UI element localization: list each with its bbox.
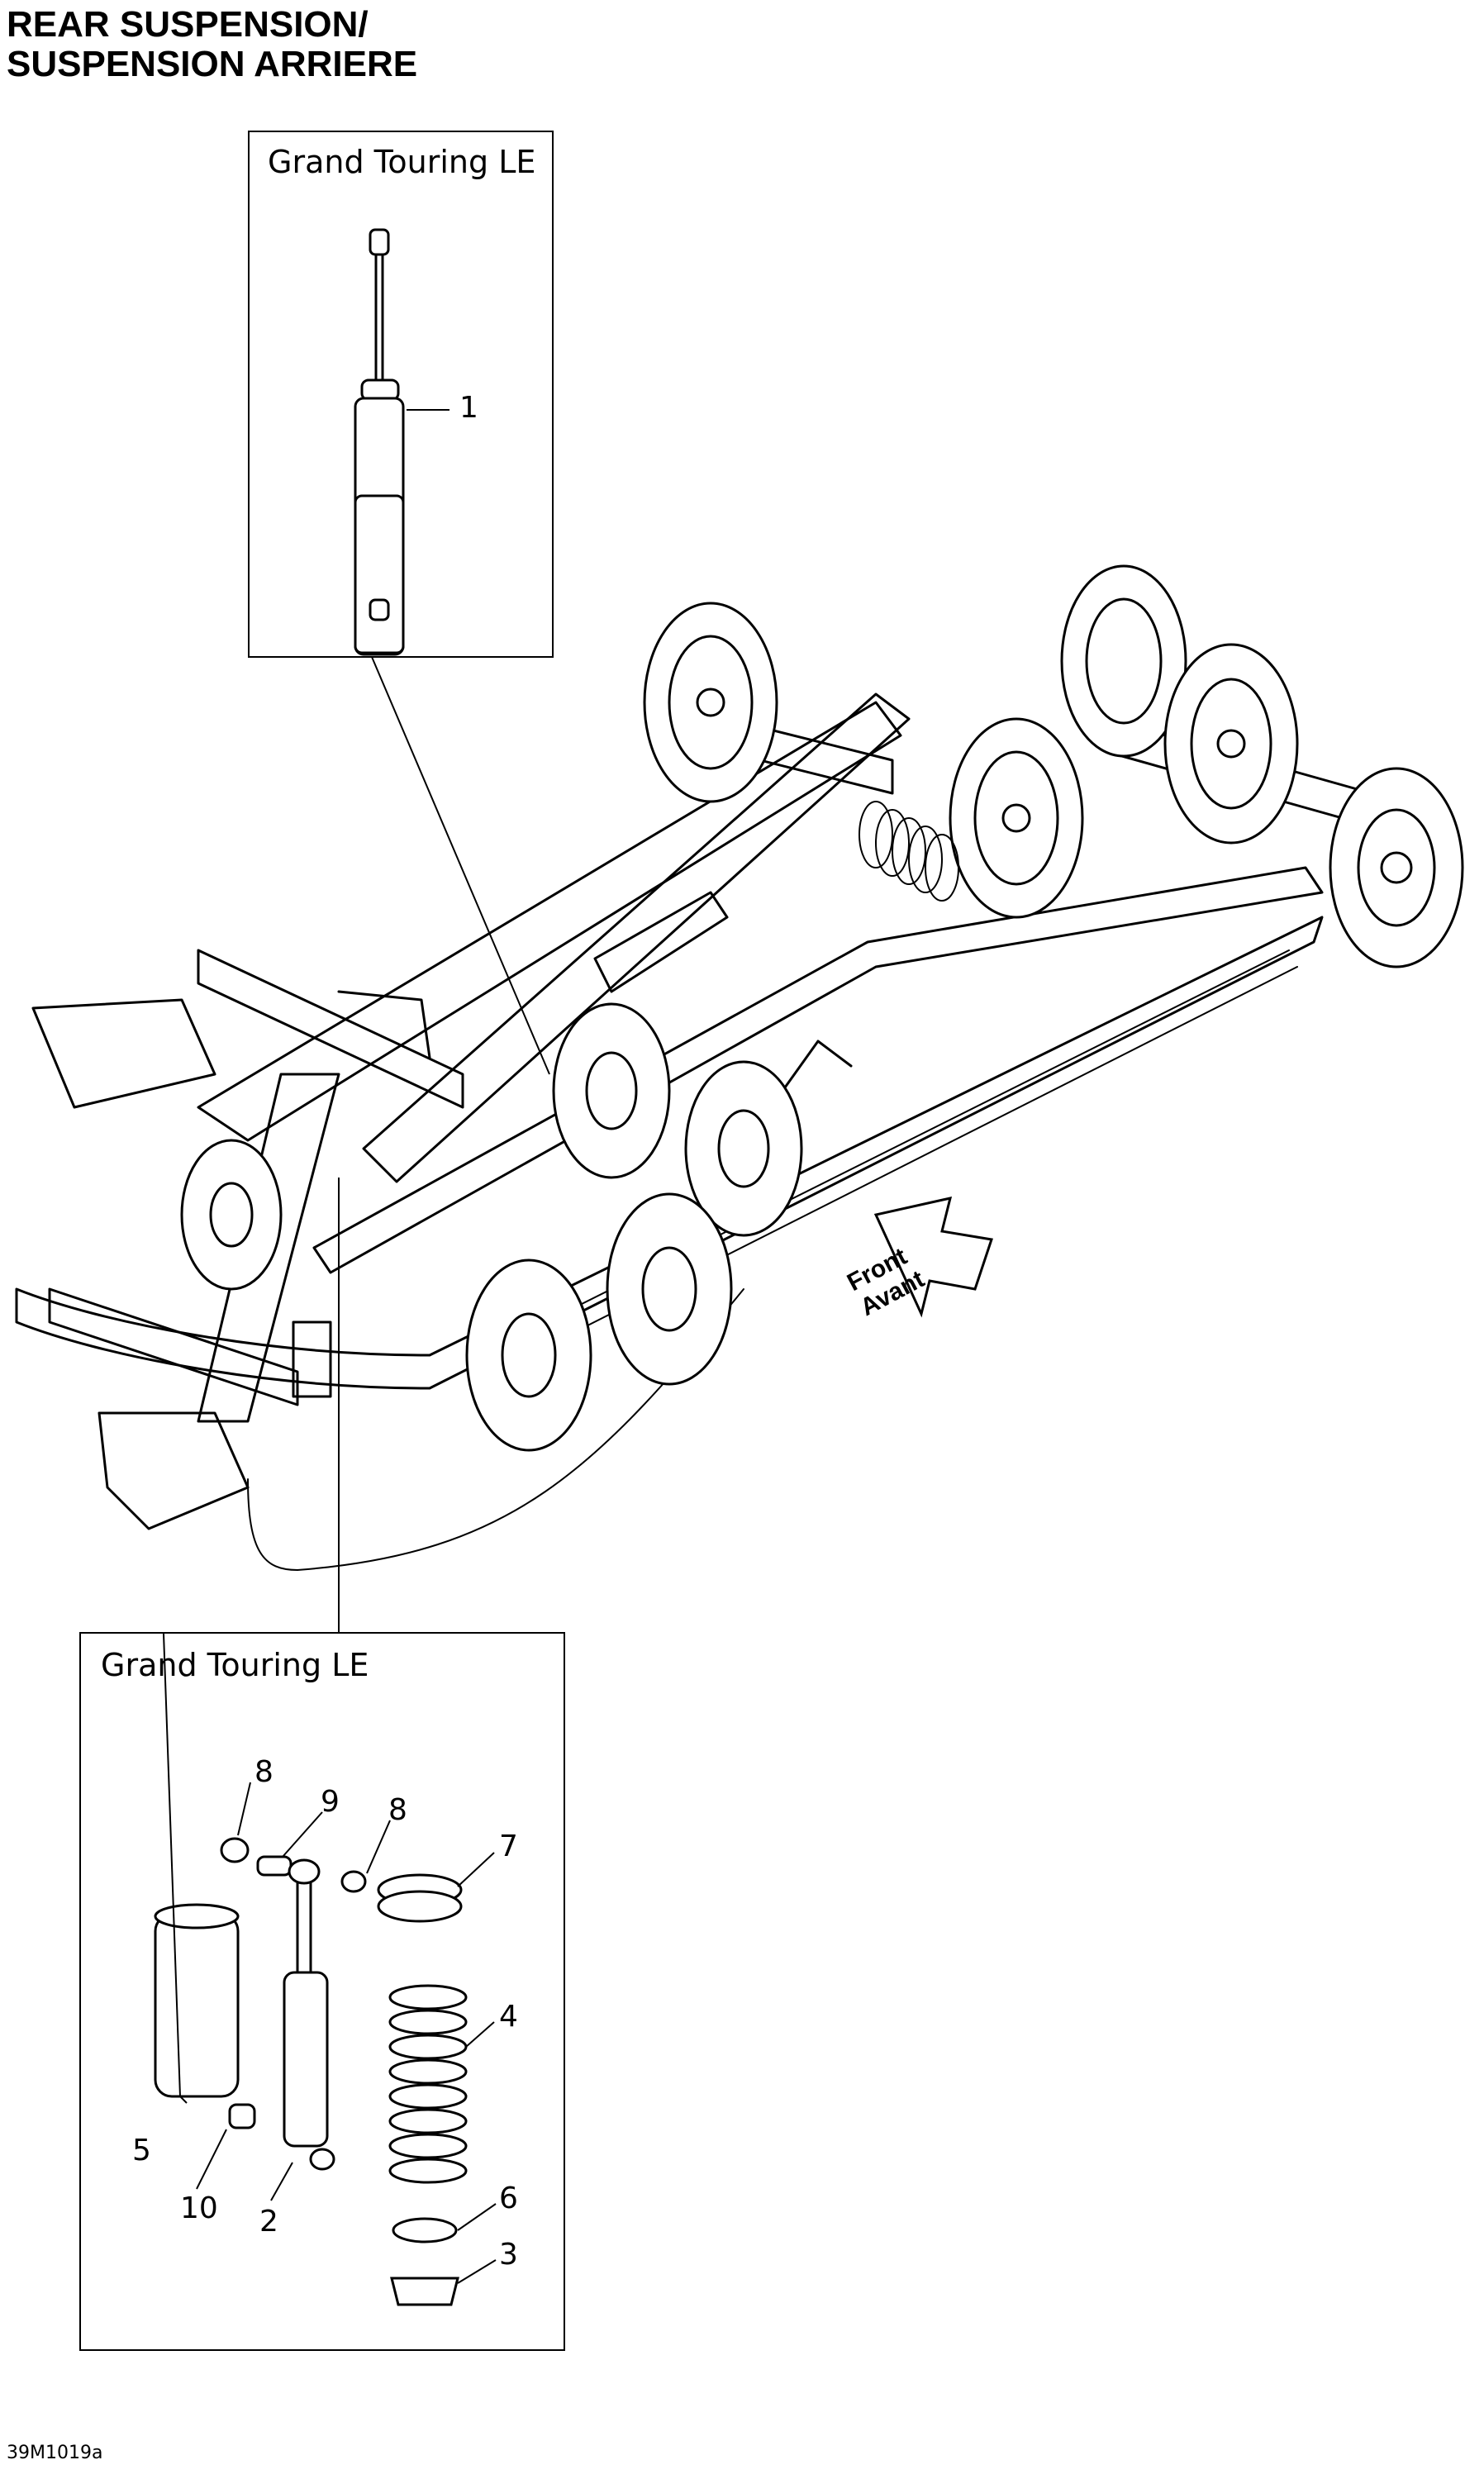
top-inset-label: Grand Touring LE: [268, 144, 536, 180]
bottom-inset-label: Grand Touring LE: [101, 1647, 369, 1683]
part-8-bushing-upper: [220, 1837, 250, 1863]
leader-top-box: [371, 656, 550, 1075]
title-line-2: SUSPENSION ARRIERE: [7, 44, 418, 84]
rear-shock: [593, 891, 729, 993]
swing-arm: [197, 701, 902, 1142]
shock-absorber-part-1: [354, 228, 449, 656]
bottom-inset-box: Grand Touring LE: [79, 1632, 565, 2351]
part-8-bushing-right: [340, 1870, 367, 1893]
title-line-1: REAR SUSPENSION/: [7, 4, 369, 45]
callout-3: 3: [499, 2238, 518, 2272]
callout-6: 6: [499, 2182, 518, 2215]
callout-4: 4: [499, 2000, 518, 2034]
front-shock-body: [292, 1320, 332, 1398]
front-u-handle-left: [31, 998, 216, 1109]
part-4-spring: [388, 1984, 468, 2184]
upper-arm: [362, 692, 911, 1183]
center-shaft: [197, 949, 464, 1109]
callout-8-right: 8: [388, 1793, 407, 1827]
top-inset-box: Grand Touring LE 1: [248, 131, 554, 658]
callout-2: 2: [259, 2205, 278, 2239]
rear-spring: [859, 801, 959, 902]
front-arm: [197, 1073, 340, 1423]
right-rail: [312, 866, 1324, 1274]
drawing-code: 39M1019a: [7, 2443, 103, 2463]
callout-7: 7: [499, 1830, 518, 1863]
part-2-shock-body: [283, 1971, 329, 2148]
diagram-title: REAR SUSPENSION/ SUSPENSION ARRIERE: [7, 5, 417, 84]
actuator: [98, 1411, 250, 1530]
rear-u-handle: [775, 1040, 853, 1101]
air-hose: [247, 1288, 744, 1571]
part-6-ring: [392, 2217, 458, 2243]
part-5-boot: [154, 1913, 240, 2098]
part-10-bushing-lower: [228, 2103, 256, 2129]
part-3-adjuster: [390, 2277, 459, 2306]
shock-exploded-parts: [154, 1634, 497, 2306]
front-arrow: [873, 1197, 993, 1318]
part-9-sleeve: [256, 1855, 293, 1877]
front-u-handle-right: [337, 990, 431, 1059]
callout-8-upper: 8: [254, 1755, 273, 1789]
callout-10: 10: [180, 2191, 218, 2225]
callout-1: 1: [459, 391, 478, 425]
callout-9: 9: [321, 1785, 340, 1819]
left-rail: [15, 916, 1324, 1390]
callout-5: 5: [132, 2134, 151, 2167]
front-lower-shaft: [48, 1287, 299, 1406]
